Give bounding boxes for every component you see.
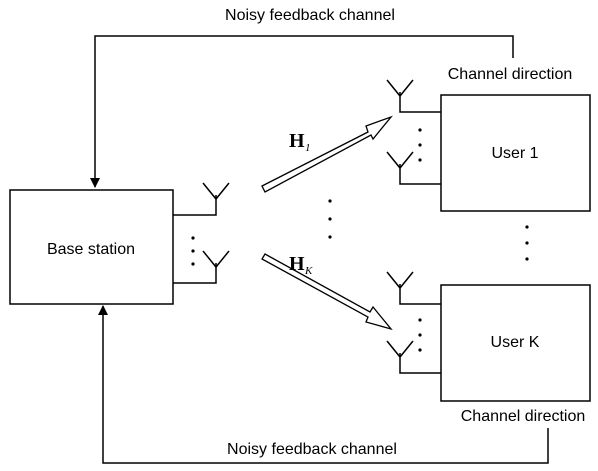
user-k-antennas <box>386 271 441 374</box>
user-k-label: User K <box>491 334 540 351</box>
bottom-feedback-label: Noisy feedback channel <box>227 441 397 458</box>
base-station-antennas <box>173 182 230 284</box>
user-k-channel-direction: Channel direction <box>461 408 586 425</box>
channel-1-arrow <box>261 115 393 193</box>
user-1-channel-direction: Channel direction <box>448 66 573 83</box>
svg-text:1: 1 <box>305 142 311 154</box>
base-station-label: Base station <box>47 241 135 258</box>
user-ellipsis <box>525 225 529 261</box>
channel-k-arrow <box>261 253 393 331</box>
user-1-label: User 1 <box>491 145 538 162</box>
svg-text:H: H <box>289 130 305 152</box>
bottom-feedback-path <box>98 305 549 464</box>
top-feedback-path <box>90 35 514 188</box>
user-1-box <box>440 94 591 212</box>
svg-text:H: H <box>289 253 305 275</box>
channel-1-symbol: H 1 <box>289 130 311 154</box>
svg-text:K: K <box>304 265 313 277</box>
user-k-box <box>440 284 591 402</box>
user-1-antennas <box>386 79 441 185</box>
channel-ellipsis <box>328 199 332 239</box>
top-feedback-label: Noisy feedback channel <box>225 7 395 24</box>
base-station-box <box>9 189 174 305</box>
channel-k-symbol: H K <box>289 253 313 277</box>
